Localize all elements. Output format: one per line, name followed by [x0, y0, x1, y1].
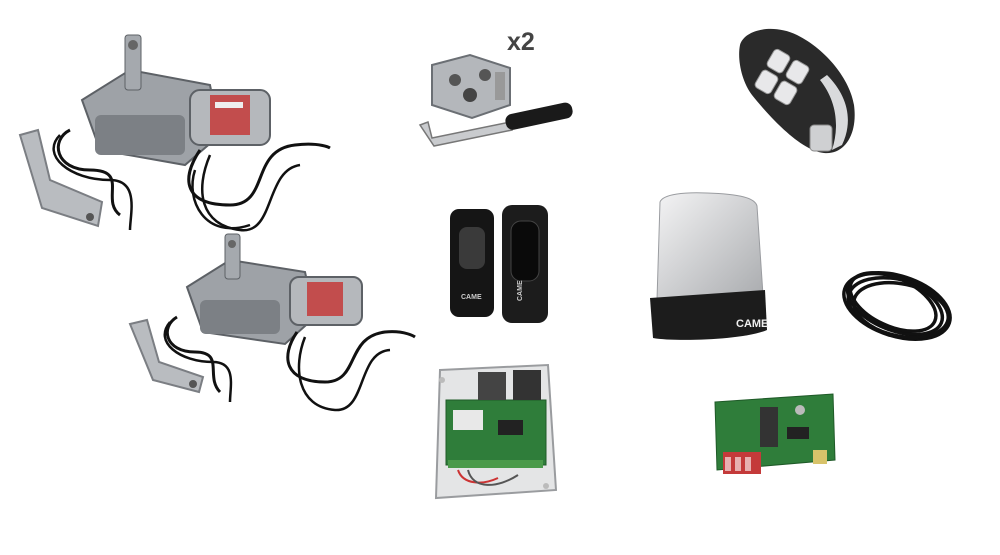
- coiled-cable: [835, 258, 960, 348]
- photocell-pair: [447, 205, 552, 325]
- control-unit: [428, 360, 563, 505]
- receiver-board: [705, 392, 840, 487]
- gearmotor-2: [125, 232, 425, 422]
- flashing-light: [645, 190, 770, 345]
- quantity-label: x2: [507, 28, 535, 56]
- remote-control: [732, 25, 862, 160]
- photocell-right-brand: CAME: [517, 280, 524, 301]
- gearmotor-1: [10, 30, 340, 250]
- photocell-left-brand: CAME: [461, 294, 482, 301]
- flashing-light-brand: CAME: [736, 318, 769, 330]
- release-kit: [410, 50, 580, 160]
